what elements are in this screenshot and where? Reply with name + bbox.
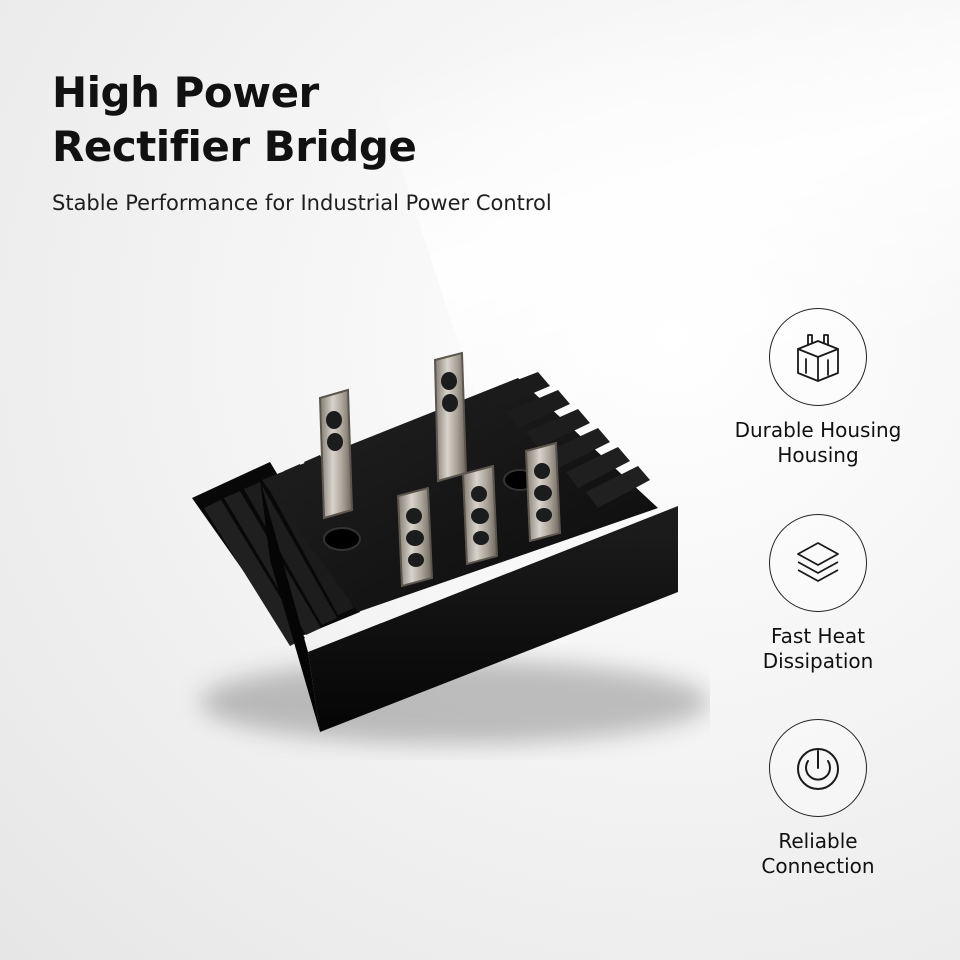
headline-line-2: Rectifier Bridge	[52, 122, 417, 171]
terminal-tall-center	[433, 351, 468, 483]
mounting-hole-left	[323, 527, 361, 551]
headline: High Power Rectifier Bridge	[52, 66, 417, 174]
terminal-short-center	[461, 464, 499, 566]
headline-line-1: High Power	[52, 68, 319, 117]
right-heat-sink-fins	[486, 372, 650, 508]
subtitle: Stable Performance for Industrial Power …	[52, 191, 552, 215]
box-icon	[769, 308, 867, 406]
feature-reliable-connection: Reliable Connection	[718, 719, 918, 879]
terminal-short-right	[524, 441, 562, 543]
feature-reliable-connection-line-1: Reliable	[778, 829, 858, 853]
feature-fast-heat-dissipation-label: Fast Heat Dissipation	[718, 624, 918, 674]
terminal-tall-left	[318, 388, 354, 520]
power-icon	[769, 719, 867, 817]
heat-sink-front-face	[308, 506, 678, 732]
feature-durable-housing-line-2: Housing	[777, 443, 859, 467]
terminal-short-left	[396, 486, 434, 588]
heat-sink-side-face	[260, 480, 320, 732]
feature-fast-heat-dissipation-line-1: Fast Heat	[771, 624, 865, 648]
feature-fast-heat-dissipation-line-2: Dissipation	[762, 649, 874, 673]
layers-icon	[769, 514, 867, 612]
feature-durable-housing: Durable Housing Housing	[718, 308, 918, 468]
feature-durable-housing-line-1: Durable Housing	[734, 418, 902, 442]
feature-durable-housing-label: Durable Housing Housing	[718, 418, 918, 468]
rectifier-bridge-image	[192, 351, 710, 744]
feature-reliable-connection-line-2: Connection	[761, 854, 875, 878]
feature-reliable-connection-label: Reliable Connection	[718, 829, 918, 879]
feature-fast-heat-dissipation: Fast Heat Dissipation	[718, 514, 918, 674]
